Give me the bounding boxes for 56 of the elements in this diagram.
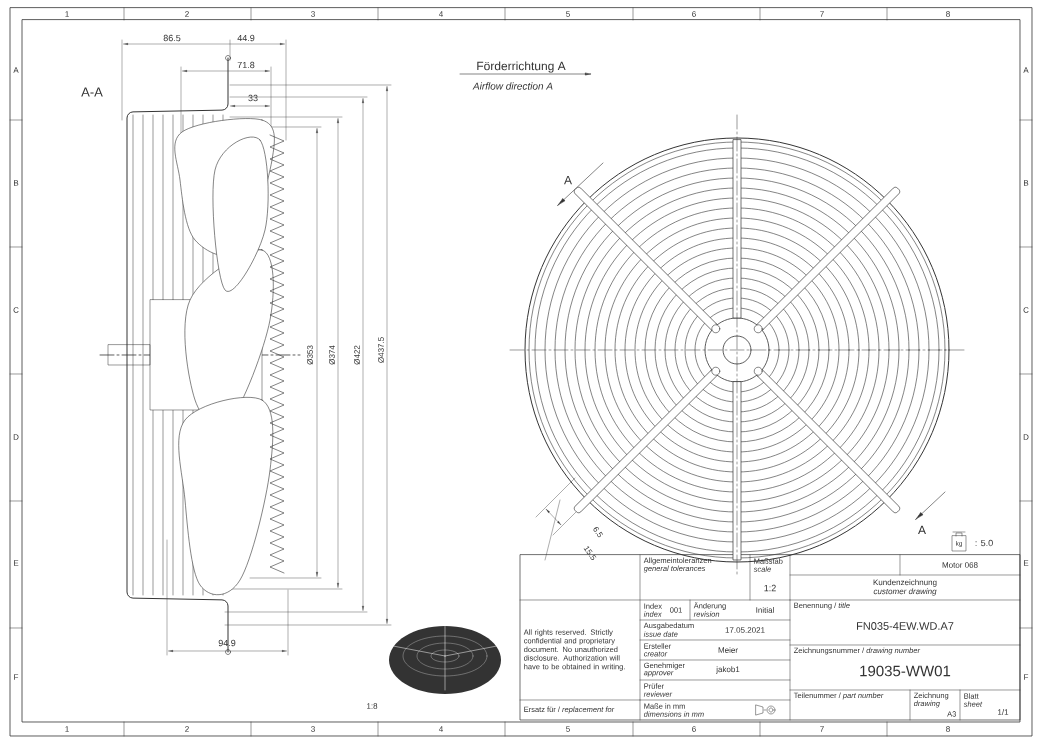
- title-block-text: 1/1: [998, 709, 1009, 715]
- grid-label: F: [14, 674, 19, 680]
- grid-label: 6: [692, 726, 696, 732]
- direction-text: Airflow direction A: [472, 82, 553, 90]
- title-block-text: 19035-WW01: [860, 665, 951, 677]
- dimension-text: Ø353: [307, 345, 313, 365]
- grid-label: E: [1024, 560, 1029, 566]
- dimension-text: 33: [248, 94, 258, 102]
- dimension-text: 44.9: [237, 34, 255, 42]
- section-label: A-A: [81, 87, 103, 97]
- grid-label: 2: [185, 726, 189, 732]
- title-block-text: FN035-4EW.WD.A7: [857, 622, 954, 630]
- grid-label: D: [1023, 434, 1029, 440]
- grid-label: B: [14, 180, 19, 186]
- title-block-text: 1:2: [764, 584, 776, 592]
- dimension-text: 6.5: [593, 527, 604, 538]
- grid-label: 3: [311, 726, 315, 732]
- title-block-text: jakob1: [716, 666, 740, 674]
- grid-label: 7: [820, 11, 824, 17]
- grid-label: C: [13, 307, 19, 313]
- grid-label: 4: [438, 11, 443, 17]
- grid-label: 3: [311, 11, 315, 17]
- grid-label: 2: [185, 11, 189, 17]
- title-block-text: Motor 068: [942, 562, 978, 568]
- title-block-text: 17.05.2021: [725, 627, 765, 633]
- grid-label: 1: [65, 726, 69, 732]
- section-letter: A: [918, 525, 926, 535]
- grid-label: 4: [438, 726, 443, 732]
- grid-label: 5: [566, 11, 570, 17]
- grid-label: 6: [692, 11, 696, 17]
- dimension-text: Ø374: [329, 345, 335, 365]
- title-block-text: Initial: [756, 607, 774, 613]
- grid-label: 5: [566, 726, 570, 732]
- title-block-text: Meier: [718, 647, 738, 653]
- grid-label: F: [1024, 674, 1029, 680]
- grid-label: C: [1023, 307, 1029, 313]
- title-block-text: customer drawing: [873, 588, 937, 596]
- dimension-text: 86.5: [163, 34, 181, 42]
- dimension-text: Ø422: [354, 345, 360, 365]
- grid-label: A: [1023, 67, 1029, 73]
- grid-label: 7: [820, 726, 824, 732]
- grid-label: B: [1024, 180, 1029, 186]
- title-block-text: Kundenzeichnung: [873, 579, 937, 587]
- grid-label: 1: [65, 11, 69, 17]
- dimension-text: 94.9: [218, 639, 236, 647]
- section-letter: A: [564, 175, 572, 185]
- weight-text: : 5.0: [975, 539, 993, 547]
- dimension-text: 71.8: [237, 61, 255, 69]
- grid-label: D: [13, 434, 19, 440]
- scale-text: 1:8: [367, 703, 378, 709]
- grid-label: A: [13, 67, 19, 73]
- dimension-text: Ø437.5: [378, 337, 384, 363]
- grid-label: 8: [946, 11, 950, 17]
- grid-label: E: [14, 560, 19, 566]
- grid-label: 8: [946, 726, 950, 732]
- direction-text: Förderrichtung A: [477, 61, 566, 73]
